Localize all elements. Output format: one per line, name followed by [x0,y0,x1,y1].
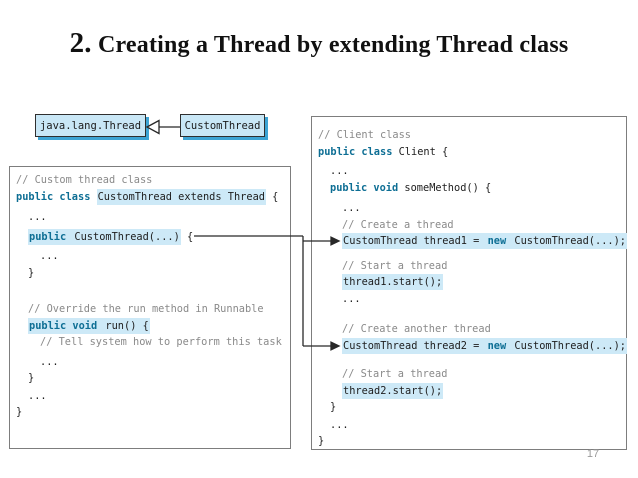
code-token: } [330,401,337,413]
code-token: // Start a thread [342,259,448,272]
code-line: ... [330,417,626,434]
code-line: CustomThread thread2 = new CustomThread(… [342,337,627,355]
code-token: new [486,233,508,249]
code-line: // Client class [318,127,626,144]
code-token: CustomThread(...); [507,233,627,249]
class-box-thread-label: java.lang.Thread [39,119,142,132]
class-box-customthread-label: CustomThread [184,119,261,132]
code-token: // Client class [318,129,411,141]
code-token: public void [28,317,105,334]
code-token: ... [28,211,47,223]
code-token: new [486,337,508,354]
code-token: CustomThread thread1 = [342,233,487,249]
class-box-thread: java.lang.Thread [35,114,146,137]
slide-title: 2. Creating a Thread by extending Thread… [0,27,638,60]
code-line: ... [330,163,626,180]
code-line: CustomThread thread1 = new CustomThread(… [342,233,627,250]
page-number: 17 [586,448,600,460]
code-line: // Create another thread [342,321,626,338]
code-token: Client { [398,145,449,158]
code-token: public [28,228,74,245]
code-line: // Start a thread [342,258,626,275]
code-token: // Override the run method in Runnable [28,303,264,315]
code-token: ... [342,202,361,214]
code-token: CustomThread thread2 = [342,337,487,354]
code-line: // Start a thread [342,366,626,383]
code-token: ... [330,418,349,431]
code-token: run() { [104,317,150,334]
code-line: ... [342,291,626,308]
code-line: ... [28,209,290,226]
code-line: thread1.start(); [342,274,626,291]
code-line: } [318,433,626,450]
class-box-customthread: CustomThread [180,114,265,137]
code-line: // Custom thread class [16,172,290,189]
code-token: } [16,406,23,418]
code-line: } [28,370,290,387]
code-token: thread2.start(); [342,382,444,399]
code-line: } [28,265,290,282]
code-line: ... [40,354,290,371]
code-line: ... [40,248,290,265]
code-line: ... [342,200,626,217]
code-token: CustomThread(...) [73,228,181,245]
code-line: public CustomThread(...) { [28,228,290,246]
code-token: // Tell system how to perform this task [40,336,282,348]
code-token: public class [318,145,399,158]
inheritance-arrow [145,119,180,135]
code-line: ... [28,388,290,405]
code-token: // Create another thread [342,323,491,335]
code-token: // Start a thread [342,368,448,380]
code-token: // Custom thread class [16,174,153,186]
code-token: ... [330,165,349,177]
slide-title-number: 2. [69,27,92,59]
code-token: { [265,190,279,203]
code-line: // Tell system how to perform this task [40,334,290,351]
code-line: public class CustomThread extends Thread… [16,188,290,206]
slide-title-text: Creating a Thread by extending Thread cl… [91,32,569,58]
code-token: ... [28,389,47,402]
code-line: public class Client { [318,144,626,161]
code-line: } [330,399,626,416]
code-token: { [180,230,194,243]
code-token: } [28,372,35,384]
code-token: CustomThread extends Thread [96,188,266,205]
code-line: public void run() { [28,317,290,335]
code-line: } [16,404,290,421]
custom-thread-code-panel: // Custom thread class public class Custo… [9,166,291,449]
code-token: public class [16,190,97,203]
code-line: public void someMethod() { [330,180,626,197]
code-token: // Create a thread [342,218,454,231]
code-token: someMethod() { [404,181,492,194]
code-token: } [318,435,325,447]
code-token: } [28,266,35,279]
code-token: ... [40,250,59,262]
code-line: // Create a thread [342,217,626,234]
code-token: ... [342,292,361,305]
code-token: public void [330,181,405,194]
code-token: ... [40,355,59,368]
code-line: thread2.start(); [342,382,626,400]
client-code-panel: // Client class public class Client {... p… [311,116,627,450]
code-line: // Override the run method in Runnable [28,301,290,318]
code-token: thread1.start(); [342,274,444,290]
code-token: CustomThread(...); [507,337,627,354]
